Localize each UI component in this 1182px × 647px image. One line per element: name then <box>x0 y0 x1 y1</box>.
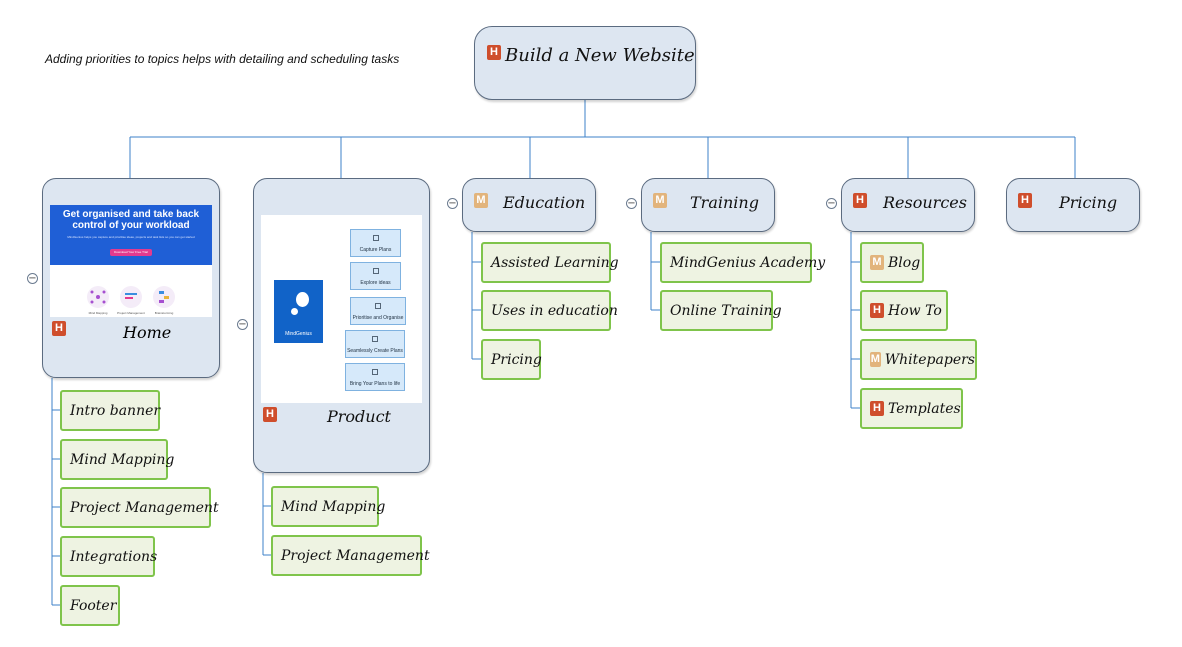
subtopic-intro-banner[interactable]: Intro banner <box>60 390 160 431</box>
brainstorming-icon <box>153 286 175 308</box>
subtopic-whitepapers[interactable]: M Whitepapers <box>860 339 977 380</box>
priority-medium-icon: M <box>653 193 667 208</box>
priority-medium-icon: M <box>870 255 884 270</box>
product-step: Seamlessly Create Plans <box>345 330 405 358</box>
product-step: Capture Plans <box>350 229 401 257</box>
collapse-toggle-education[interactable]: − <box>447 198 458 209</box>
subtopic-assisted-learning[interactable]: Assisted Learning <box>481 242 619 283</box>
mindgenius-logo: MindGenius <box>274 280 323 343</box>
priority-medium-icon: M <box>474 193 488 208</box>
project-management-icon <box>120 286 142 308</box>
priority-high-icon: H <box>487 45 501 60</box>
home-page-screenshot: Get organised and take back control of y… <box>50 205 212 317</box>
collapse-toggle-home[interactable]: − <box>27 273 38 284</box>
home-caption: Brainstorming <box>154 311 174 315</box>
mind-mapping-icon <box>87 286 109 308</box>
subtopic-project-management[interactable]: Project Management <box>60 487 219 528</box>
annotation-note: Adding priorities to topics helps with d… <box>45 52 400 66</box>
topic-product-label: Product <box>327 407 391 426</box>
subtopic-how-to[interactable]: H How To <box>860 290 948 331</box>
subtopic-integrations[interactable]: Integrations <box>60 536 157 577</box>
product-step: Prioritise and Organise <box>350 297 406 325</box>
priority-high-icon: H <box>853 193 867 208</box>
subtopic-mindgenius-academy[interactable]: MindGenius Academy <box>660 242 825 283</box>
priority-high-icon: H <box>870 401 884 416</box>
topic-pricing[interactable]: H Pricing <box>1006 178 1140 232</box>
topic-resources-label: Resources <box>883 193 967 212</box>
central-topic-label: Build a New Website <box>505 45 695 66</box>
subtopic-blog[interactable]: M Blog <box>860 242 924 283</box>
home-banner-heading: Get organised and take back control of y… <box>62 209 200 231</box>
priority-high-icon: H <box>870 303 884 318</box>
priority-high-icon: H <box>52 321 66 336</box>
home-caption: Project Management <box>117 311 145 315</box>
home-trial-button: Download Your Free Trial <box>110 249 152 256</box>
home-caption: Mind Mapping <box>88 311 108 315</box>
topic-training[interactable]: M Training <box>641 178 775 232</box>
product-screenshot: MindGenius Capture Plans Explore ideas P… <box>261 215 422 403</box>
topic-home-label: Home <box>123 323 172 342</box>
subtopic-project-management[interactable]: Project Management <box>271 535 430 576</box>
collapse-toggle-training[interactable]: − <box>626 198 637 209</box>
subtopic-mind-mapping[interactable]: Mind Mapping <box>271 486 385 527</box>
subtopic-footer[interactable]: Footer <box>60 585 120 626</box>
priority-high-icon: H <box>263 407 277 422</box>
product-step: Explore ideas <box>350 262 401 290</box>
home-banner-text: MindGenius helps you capture and priorit… <box>67 235 195 239</box>
priority-high-icon: H <box>1018 193 1032 208</box>
subtopic-templates[interactable]: H Templates <box>860 388 963 429</box>
product-step: Bring Your Plans to life <box>345 363 405 391</box>
topic-education[interactable]: M Education <box>462 178 596 232</box>
central-topic[interactable]: H Build a New Website <box>474 26 696 100</box>
collapse-toggle-product[interactable]: − <box>237 319 248 330</box>
subtopic-uses-in-education[interactable]: Uses in education <box>481 290 618 331</box>
topic-resources[interactable]: H Resources <box>841 178 975 232</box>
topic-education-label: Education <box>503 193 586 212</box>
collapse-toggle-resources[interactable]: − <box>826 198 837 209</box>
priority-medium-icon: M <box>870 352 881 367</box>
subtopic-mind-mapping[interactable]: Mind Mapping <box>60 439 174 480</box>
topic-training-label: Training <box>690 193 759 212</box>
subtopic-online-training[interactable]: Online Training <box>660 290 782 331</box>
topic-pricing-label: Pricing <box>1059 193 1118 212</box>
subtopic-pricing[interactable]: Pricing <box>481 339 542 380</box>
